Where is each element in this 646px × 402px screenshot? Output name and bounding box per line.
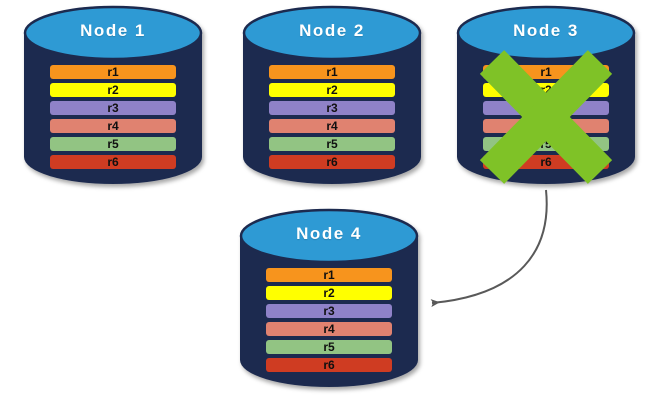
- data-row-r4[interactable]: r4: [269, 119, 395, 133]
- data-row-r2[interactable]: r2: [269, 83, 395, 97]
- data-row-r5[interactable]: r5: [269, 137, 395, 151]
- data-row-r4[interactable]: r4: [483, 119, 609, 133]
- data-row-r5[interactable]: r5: [50, 137, 176, 151]
- data-row-r1[interactable]: r1: [483, 65, 609, 79]
- data-row-r2[interactable]: r2: [266, 286, 392, 300]
- cylinder-top-disc: [456, 5, 636, 61]
- data-row-r1[interactable]: r1: [50, 65, 176, 79]
- data-row-r6[interactable]: r6: [269, 155, 395, 169]
- data-row-r1[interactable]: r1: [266, 268, 392, 282]
- data-row-r4[interactable]: r4: [50, 119, 176, 133]
- data-row-r3[interactable]: r3: [266, 304, 392, 318]
- cylinder-top-disc: [242, 5, 422, 61]
- data-row-r4[interactable]: r4: [266, 322, 392, 336]
- data-row-r5[interactable]: r5: [266, 340, 392, 354]
- cylinder-top-disc: [23, 5, 203, 61]
- cylinder-top-disc: [239, 208, 419, 264]
- data-row-r3[interactable]: r3: [269, 101, 395, 115]
- data-row-r2[interactable]: r2: [50, 83, 176, 97]
- data-row-r3[interactable]: r3: [50, 101, 176, 115]
- arrow-path: [430, 189, 548, 308]
- data-row-r6[interactable]: r6: [483, 155, 609, 169]
- data-row-r6[interactable]: r6: [50, 155, 176, 169]
- data-row-r6[interactable]: r6: [266, 358, 392, 372]
- data-row-r5[interactable]: r5: [483, 137, 609, 151]
- data-row-r1[interactable]: r1: [269, 65, 395, 79]
- data-row-r2[interactable]: r2: [483, 83, 609, 97]
- data-row-r3[interactable]: r3: [483, 101, 609, 115]
